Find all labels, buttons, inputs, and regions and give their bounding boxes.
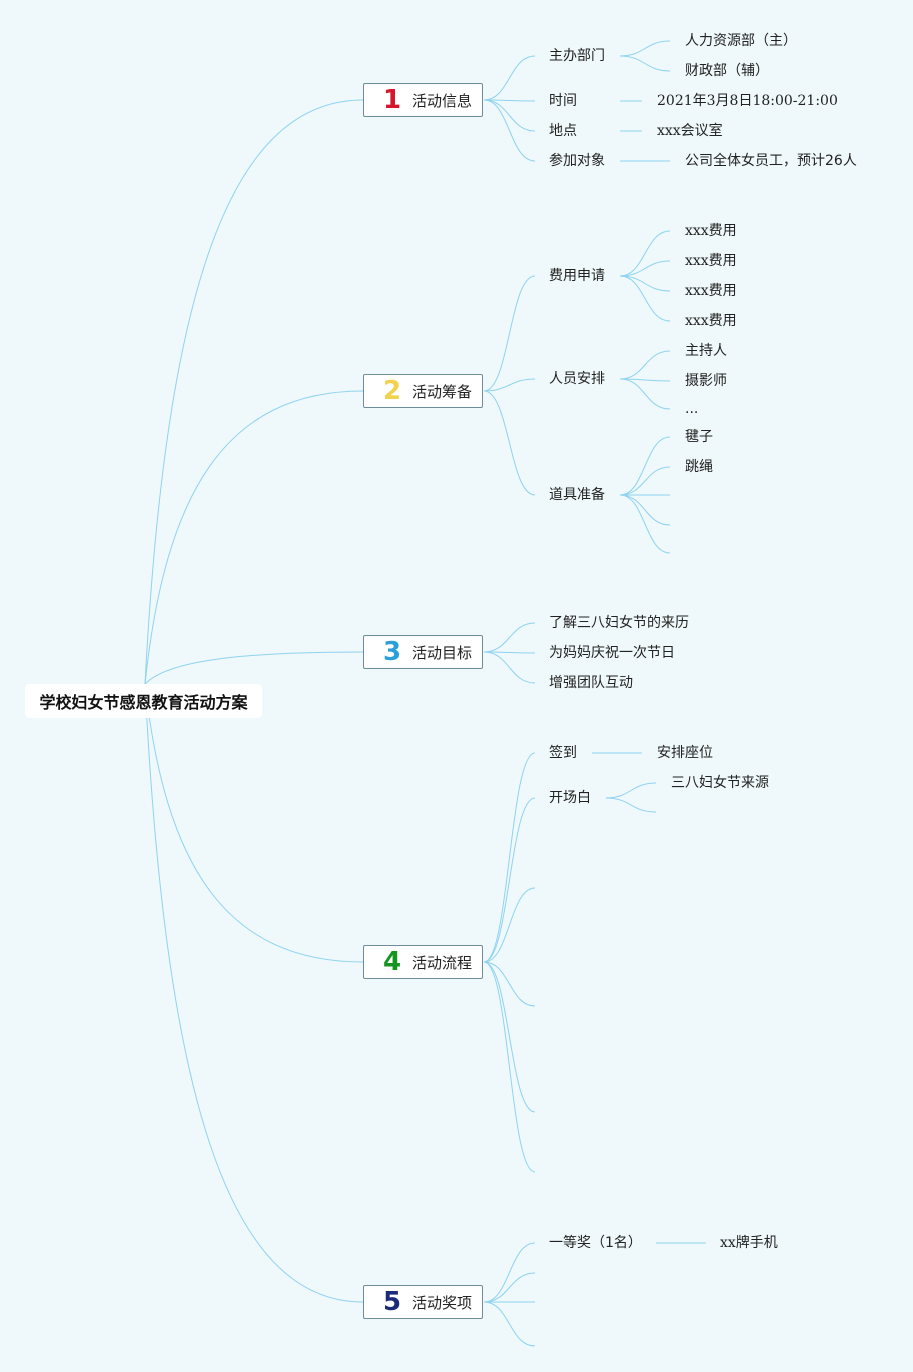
child-leaf-connector: [605, 797, 657, 813]
subtopic-phone[interactable]: xx牌手机: [720, 1235, 778, 1251]
branch-label: 活动流程: [412, 953, 473, 972]
branch-child-connector: [483, 1272, 536, 1303]
subtopic-participants-detail[interactable]: 公司全体女员工，预计26人: [685, 153, 857, 169]
child-leaf-connector: [619, 494, 671, 526]
child-leaf-connector: [619, 466, 671, 496]
branch-child-connector: [483, 752, 536, 963]
subtopic-jump-rope[interactable]: 跳绳: [685, 459, 713, 475]
subtopic-photographer[interactable]: 摄影师: [685, 373, 727, 389]
branch-child-connector: [483, 1301, 536, 1347]
root-topic[interactable]: 学校妇女节感恩教育活动方案: [25, 684, 262, 718]
child-leaf-connector: [619, 260, 671, 277]
branch-number: 1: [382, 85, 402, 115]
branch-child-connector: [483, 99, 536, 102]
topic-opening[interactable]: 开场白: [549, 790, 591, 806]
subtopic-more[interactable]: ...: [685, 401, 699, 417]
subtopic-date[interactable]: 2021年3月8日18:00-21:00: [657, 93, 838, 109]
topic-staffing[interactable]: 人员安排: [549, 371, 605, 387]
child-leaf-connector: [619, 55, 671, 72]
subtopic-room[interactable]: xxx会议室: [657, 123, 723, 139]
topic-time[interactable]: 时间: [549, 93, 577, 109]
topic-organizer[interactable]: 主办部门: [549, 48, 605, 64]
subtopic-origin[interactable]: 三八妇女节来源: [671, 775, 769, 791]
branch-child-connector: [483, 99, 536, 162]
child-leaf-connector: [605, 782, 657, 799]
branch-child-connector: [483, 887, 536, 963]
branch-label: 活动信息: [412, 91, 473, 110]
subtopic-seating[interactable]: 安排座位: [657, 745, 713, 761]
branch-child-connector: [483, 55, 536, 101]
topic-goal-history[interactable]: 了解三八妇女节的来历: [549, 615, 689, 631]
branch-label: 活动目标: [412, 643, 473, 662]
branch-activity-process[interactable]: 4 活动流程: [363, 945, 483, 979]
branch-number: 4: [382, 947, 402, 977]
subtopic-shuttlecock[interactable]: 毽子: [685, 429, 713, 445]
branch-activity-goals[interactable]: 3 活动目标: [363, 635, 483, 669]
child-leaf-connector: [619, 230, 671, 277]
branch-number: 3: [382, 637, 402, 667]
branch-child-connector: [483, 99, 536, 132]
child-leaf-connector: [619, 436, 671, 496]
subtopic-fee[interactable]: xxx费用: [685, 253, 737, 269]
subtopic-fee[interactable]: xxx费用: [685, 313, 737, 329]
child-leaf-connector: [619, 350, 671, 380]
topic-budget[interactable]: 费用申请: [549, 268, 605, 284]
child-leaf-connector: [619, 275, 671, 322]
topic-props[interactable]: 道具准备: [549, 487, 605, 503]
subtopic-fee[interactable]: xxx费用: [685, 283, 737, 299]
root-branch-connector: [144, 390, 364, 685]
child-leaf-connector: [619, 378, 671, 410]
root-branch-connector: [144, 99, 364, 685]
root-branch-connector: [144, 651, 364, 685]
topic-first-prize[interactable]: 一等奖（1名）: [549, 1235, 642, 1251]
branch-child-connector: [483, 961, 536, 1173]
topic-goal-celebrate[interactable]: 为妈妈庆祝一次节日: [549, 645, 675, 661]
subtopic-host[interactable]: 主持人: [685, 343, 727, 359]
branch-child-connector: [483, 275, 536, 392]
branch-child-connector: [483, 651, 536, 654]
child-leaf-connector: [619, 275, 671, 292]
branch-child-connector: [483, 390, 536, 496]
child-leaf-connector: [619, 494, 671, 554]
topic-location[interactable]: 地点: [549, 123, 577, 139]
branch-child-connector: [483, 797, 536, 963]
root-topic-label: 学校妇女节感恩教育活动方案: [39, 693, 248, 712]
child-leaf-connector: [619, 40, 671, 57]
branch-label: 活动筹备: [412, 382, 473, 401]
branch-child-connector: [483, 651, 536, 684]
branch-number: 5: [382, 1287, 402, 1317]
branch-activity-info[interactable]: 1 活动信息: [363, 83, 483, 117]
root-branch-connector: [144, 683, 364, 963]
topic-signin[interactable]: 签到: [549, 745, 577, 761]
branch-activity-awards[interactable]: 5 活动奖项: [363, 1285, 483, 1319]
branch-child-connector: [483, 1242, 536, 1303]
branch-child-connector: [483, 961, 536, 1113]
subtopic-finance-dept[interactable]: 财政部（辅）: [685, 63, 769, 79]
branch-child-connector: [483, 622, 536, 653]
branch-number: 2: [382, 376, 402, 406]
branch-child-connector: [483, 961, 536, 1007]
branch-label: 活动奖项: [412, 1293, 473, 1312]
topic-participants[interactable]: 参加对象: [549, 153, 605, 169]
branch-activity-prep[interactable]: 2 活动筹备: [363, 374, 483, 408]
root-branch-connector: [144, 683, 364, 1303]
subtopic-hr-dept[interactable]: 人力资源部（主）: [685, 33, 797, 49]
subtopic-fee[interactable]: xxx费用: [685, 223, 737, 239]
branch-child-connector: [483, 378, 536, 392]
topic-goal-team[interactable]: 增强团队互动: [549, 675, 633, 691]
